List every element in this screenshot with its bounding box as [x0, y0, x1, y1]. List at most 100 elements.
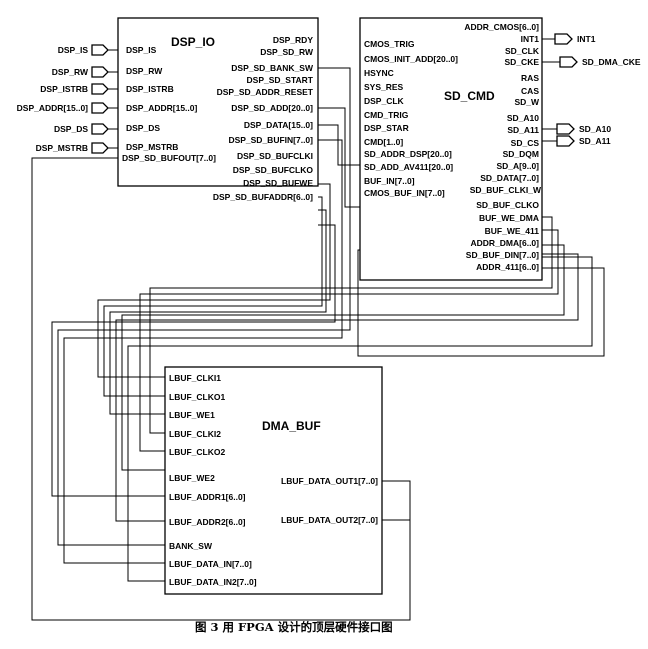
- wire-data-out1: [382, 480, 411, 540]
- dsp-io-title: DSP_IO: [171, 35, 215, 49]
- sd-cmd-pin-cmd-trig: CMD_TRIG: [364, 110, 409, 120]
- svg-text:DSP_RW: DSP_RW: [52, 67, 89, 77]
- sd-cmd-pin-sd-cke: SD_CKE: [505, 57, 540, 67]
- sd-cmd-pin-buf-clki-w: SD_BUF_CLKI_W: [470, 185, 542, 195]
- dma-buf-title: DMA_BUF: [262, 419, 321, 433]
- wire-bufclko: [103, 196, 323, 397]
- sd-cmd-pin-sys-res: SYS_RES: [364, 82, 404, 92]
- svg-text:SD_DMA_CKE: SD_DMA_CKE: [582, 57, 641, 67]
- dma-buf-pin-data-out1: LBUF_DATA_OUT1[7..0]: [281, 476, 378, 486]
- sd-cmd-pin-sd-clk: SD_CLK: [505, 46, 540, 56]
- dma-buf-pin-addr1: LBUF_ADDR1[6..0]: [169, 492, 246, 502]
- sd-cmd-pin-cmos-trig: CMOS_TRIG: [364, 39, 415, 49]
- wire-bufaddr: [51, 224, 336, 497]
- dsp-io-pin-dsp-addr: DSP_ADDR[15..0]: [126, 103, 197, 113]
- dma-buf-pin-data-out2: LBUF_DATA_OUT2[7..0]: [281, 515, 378, 525]
- sd-cmd-pin-sd-dqm: SD_DQM: [503, 149, 539, 159]
- sd-cmd-block: SD_CMD CMOS_TRIG CMOS_INIT_ADD[20..0] HS…: [359, 17, 543, 281]
- output-ports: INT1 SD_DMA_CKE SD_A10 SD_A11: [554, 33, 641, 147]
- dsp-io-pin-dsp-ds: DSP_DS: [126, 123, 160, 133]
- sd-cmd-pin-sd-a11: SD_A11: [507, 125, 539, 135]
- input-port-dsp-addr: DSP_ADDR[15..0]: [17, 102, 109, 114]
- wire-bufwe: [109, 209, 327, 415]
- wire-bufout-loop: [31, 157, 411, 621]
- svg-text:SD_A11: SD_A11: [579, 136, 611, 146]
- wire-sd-buf-din: [127, 256, 593, 582]
- dsp-io-pin-sd-rw: DSP_SD_RW: [260, 47, 314, 57]
- input-port-dsp-istrb: DSP_ISTRB: [40, 83, 109, 95]
- dsp-io-pin-dsp-rw: DSP_RW: [126, 66, 163, 76]
- sd-cmd-pin-buf-we-411: BUF_WE_411: [485, 226, 540, 236]
- svg-text:DSP_IS: DSP_IS: [58, 45, 89, 55]
- sd-cmd-pin-cmos-buf-in: CMOS_BUF_IN[7..0]: [364, 188, 445, 198]
- dsp-io-pin-sd-add: DSP_SD_ADD[20..0]: [231, 103, 313, 113]
- input-port-dsp-mstrb: DSP_MSTRB: [36, 142, 109, 154]
- input-port-dsp-is: DSP_IS: [58, 44, 109, 56]
- dma-buf-pin-we1: LBUF_WE1: [169, 410, 215, 420]
- sd-cmd-pin-cas: CAS: [521, 86, 539, 96]
- input-ports: DSP_IS DSP_RW DSP_ISTRB DSP_ADDR[15..0] …: [17, 44, 109, 154]
- dsp-io-pin-dsp-istrb: DSP_ISTRB: [126, 84, 174, 94]
- wire-in-ports: [108, 49, 118, 149]
- sd-cmd-pin-buf-in: BUF_IN[7..0]: [364, 176, 415, 186]
- dsp-io-pin-sd-start: DSP_SD_START: [247, 75, 314, 85]
- dsp-io-pin-bufout: DSP_SD_BUFOUT[7..0]: [122, 153, 216, 163]
- dsp-io-block: DSP_IO DSP_IS DSP_RW DSP_ISTRB DSP_ADDR[…: [117, 17, 319, 202]
- sd-cmd-title: SD_CMD: [444, 89, 495, 103]
- sd-cmd-box: [359, 17, 543, 281]
- wire-addr-411: [357, 249, 605, 357]
- dma-buf-pin-clki1: LBUF_CLKI1: [169, 373, 221, 383]
- dsp-io-pin-bufin: DSP_SD_BUFIN[7..0]: [228, 135, 313, 145]
- dma-buf-pin-addr2: LBUF_ADDR2[6..0]: [169, 517, 246, 527]
- svg-text:DSP_ISTRB: DSP_ISTRB: [40, 84, 88, 94]
- input-port-dsp-ds: DSP_DS: [54, 123, 109, 135]
- svg-text:SD_A10: SD_A10: [579, 124, 611, 134]
- svg-text:DSP_ADDR[15..0]: DSP_ADDR[15..0]: [17, 103, 88, 113]
- wire-sd-add-av: [318, 124, 360, 166]
- sd-cmd-pin-dsp-star: DSP_STAR: [364, 123, 409, 133]
- sd-cmd-pin-hsync: HSYNC: [364, 68, 394, 78]
- svg-text:DSP_MSTRB: DSP_MSTRB: [36, 143, 88, 153]
- dsp-io-pin-bufclko: DSP_SD_BUFCLKO: [233, 165, 314, 175]
- dma-buf-pin-data-in: LBUF_DATA_IN[7..0]: [169, 559, 252, 569]
- sd-cmd-pin-sd-a: SD_A[9..0]: [496, 161, 539, 171]
- input-port-dsp-rw: DSP_RW: [52, 66, 109, 78]
- dma-buf-pin-clko2: LBUF_CLKO2: [169, 447, 225, 457]
- sd-cmd-pin-sd-addr-dsp: SD_ADDR_DSP[20..0]: [364, 149, 452, 159]
- dsp-io-pin-bufwe: DSP_SD_BUFWE: [243, 178, 313, 188]
- interconnect-wires: [31, 38, 605, 621]
- dsp-io-pin-dsp-is: DSP_IS: [126, 45, 157, 55]
- dsp-io-pin-bufaddr: DSP_SD_BUFADDR[6..0]: [213, 192, 313, 202]
- figure-caption: 图 3 用 FPGA 设计的顶层硬件接口图: [195, 620, 393, 634]
- wire-sd-buf-clki: [149, 216, 553, 434]
- sd-cmd-pin-sd-cs: SD_CS: [511, 138, 540, 148]
- sd-cmd-pin-addr-411: ADDR_411[6..0]: [476, 262, 539, 272]
- output-port-sd-a10: SD_A10: [556, 123, 611, 135]
- dma-buf-block: DMA_BUF LBUF_CLKI1 LBUF_CLKO1 LBUF_WE1 L…: [164, 366, 383, 595]
- sd-cmd-pin-dsp-clk: DSP_CLK: [364, 96, 405, 106]
- sd-cmd-pin-cmos-init-add: CMOS_INIT_ADD[20..0]: [364, 54, 458, 64]
- wire-bank-sw: [57, 67, 351, 546]
- sd-cmd-pin-sd-add-av411: SD_ADD_AV411[20..0]: [364, 162, 453, 172]
- sd-cmd-pin-sd-w: SD_W: [514, 97, 540, 107]
- dma-buf-box: [164, 366, 383, 595]
- sd-cmd-pin-int1: INT1: [521, 34, 540, 44]
- dsp-io-pin-rdy: DSP_RDY: [273, 35, 313, 45]
- dsp-io-box: [117, 17, 319, 187]
- output-port-sd-a11: SD_A11: [556, 135, 611, 147]
- sd-cmd-pin-cmd: CMD[1..0]: [364, 137, 403, 147]
- sd-cmd-pin-buf-clko: SD_BUF_CLKO: [476, 200, 539, 210]
- svg-text:DSP_DS: DSP_DS: [54, 124, 88, 134]
- dma-buf-pin-we2: LBUF_WE2: [169, 473, 215, 483]
- sd-cmd-pin-buf-we-dma: BUF_WE_DMA: [479, 213, 539, 223]
- dsp-io-pin-data: DSP_DATA[15..0]: [244, 120, 313, 130]
- dsp-io-pin-dsp-mstrb: DSP_MSTRB: [126, 142, 178, 152]
- dsp-io-pin-bufclki: DSP_SD_BUFCLKI: [237, 151, 313, 161]
- dma-buf-pin-bank-sw: BANK_SW: [169, 541, 213, 551]
- dma-buf-pin-clko1: LBUF_CLKO1: [169, 392, 225, 402]
- wire-buf-we-dma: [121, 244, 565, 471]
- svg-text:INT1: INT1: [577, 34, 596, 44]
- output-port-int1: INT1: [554, 33, 596, 45]
- sd-cmd-pin-ras: RAS: [521, 73, 539, 83]
